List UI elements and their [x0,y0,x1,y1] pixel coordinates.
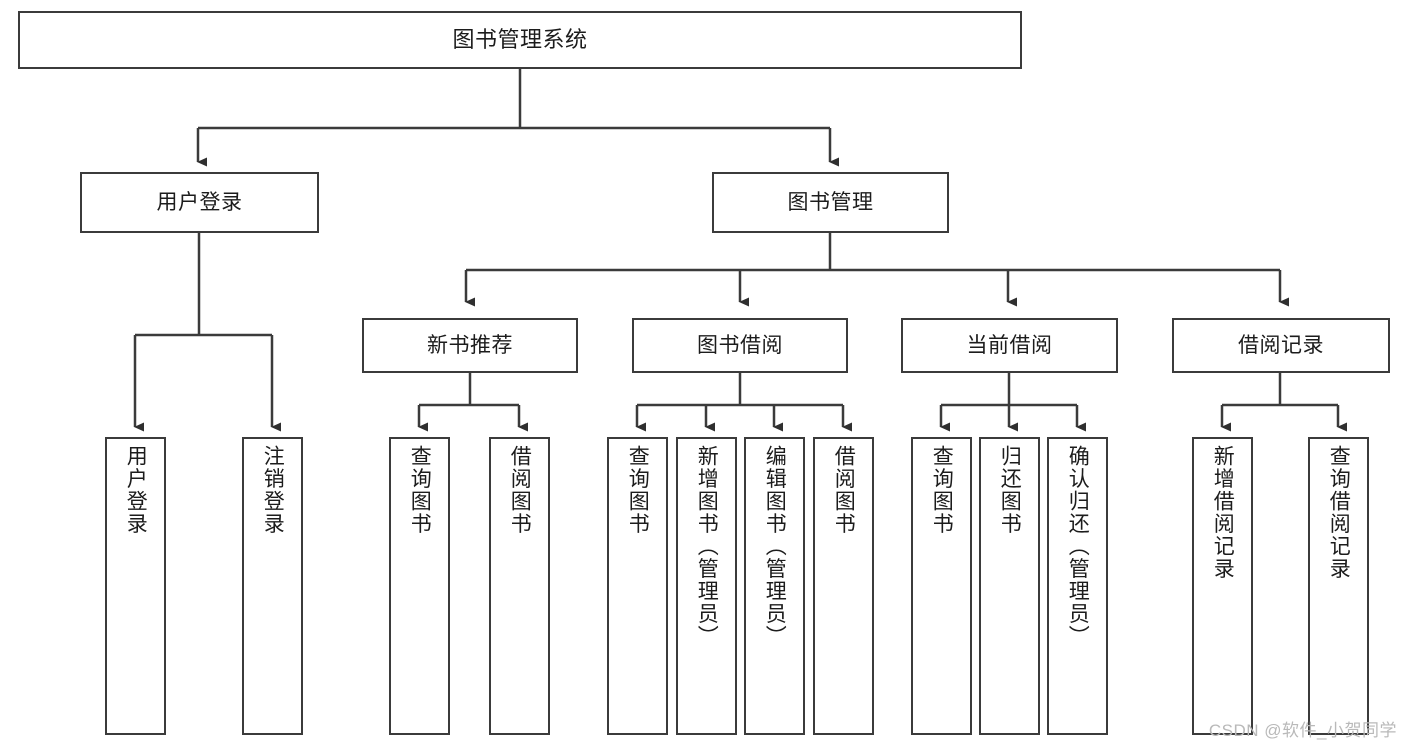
leaf-current-borrow-return[interactable]: 归还图书 [979,437,1040,735]
leaf-label: 注销登录 [261,445,285,535]
leaf-label: 查询借阅记录 [1327,445,1351,580]
leaf-label: 借阅图书 [508,445,532,535]
leaf-current-borrow-confirm-return[interactable]: 确认归还（管理员） [1047,437,1108,735]
node-book-management[interactable]: 图书管理 [712,172,949,233]
node-user-login[interactable]: 用户登录 [80,172,319,233]
node-borrow-record-label: 借阅记录 [1238,333,1324,357]
leaf-book-borrow-edit[interactable]: 编辑图书（管理员） [744,437,805,735]
leaf-new-book-borrow[interactable]: 借阅图书 [489,437,550,735]
leaf-label: 借阅图书 [832,445,856,535]
leaf-book-borrow-add[interactable]: 新增图书（管理员） [676,437,737,735]
node-current-borrow[interactable]: 当前借阅 [901,318,1118,373]
leaf-label: 新增借阅记录 [1211,445,1235,580]
leaf-label: 编辑图书（管理员） [763,445,787,648]
leaf-user-login-logout[interactable]: 注销登录 [242,437,303,735]
leaf-borrow-record-query[interactable]: 查询借阅记录 [1308,437,1369,735]
leaf-borrow-record-add[interactable]: 新增借阅记录 [1192,437,1253,735]
leaf-label: 查询图书 [626,445,650,535]
leaf-label: 确认归还（管理员） [1066,445,1090,648]
node-root-label: 图书管理系统 [452,26,588,52]
node-user-login-label: 用户登录 [156,190,243,214]
node-current-borrow-label: 当前借阅 [966,333,1053,357]
node-book-borrow-label: 图书借阅 [697,333,783,357]
node-book-management-label: 图书管理 [787,190,874,214]
leaf-new-book-query[interactable]: 查询图书 [389,437,450,735]
leaf-label: 归还图书 [998,445,1022,535]
leaf-book-borrow-query[interactable]: 查询图书 [607,437,668,735]
leaf-label: 用户登录 [124,445,148,535]
node-new-book-recommend-label: 新书推荐 [427,333,513,357]
leaf-label: 查询图书 [930,445,954,535]
leaf-current-borrow-query[interactable]: 查询图书 [911,437,972,735]
leaf-user-login-login[interactable]: 用户登录 [105,437,166,735]
leaf-label: 查询图书 [408,445,432,535]
node-book-borrow[interactable]: 图书借阅 [632,318,848,373]
node-new-book-recommend[interactable]: 新书推荐 [362,318,578,373]
leaf-label: 新增图书（管理员） [695,445,719,648]
node-root[interactable]: 图书管理系统 [18,11,1022,69]
node-borrow-record[interactable]: 借阅记录 [1172,318,1390,373]
csdn-watermark: CSDN @软件_小贺同学 [1208,721,1397,740]
leaf-book-borrow-borrow[interactable]: 借阅图书 [813,437,874,735]
